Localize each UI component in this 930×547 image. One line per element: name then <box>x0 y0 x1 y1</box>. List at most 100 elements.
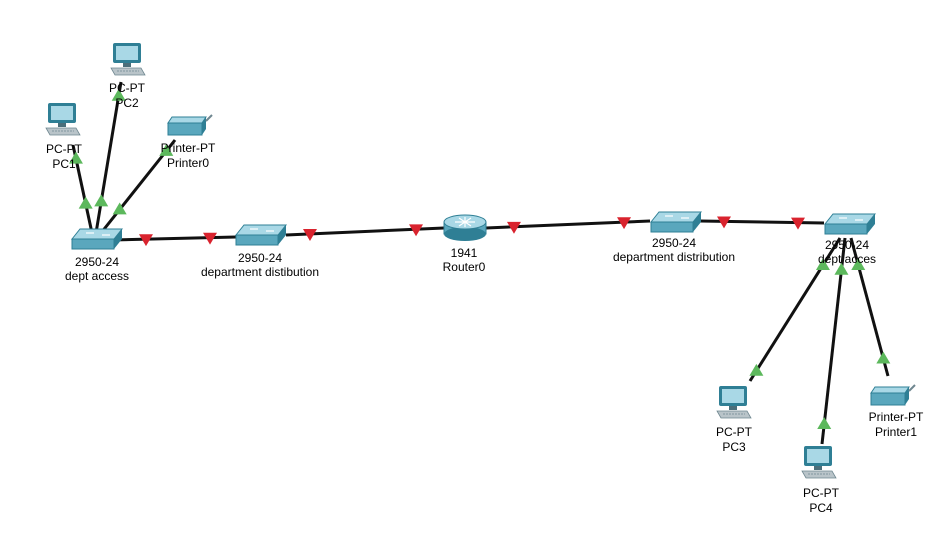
device-name-label: PC1 <box>52 157 76 171</box>
device-model-label: Printer-PT <box>161 141 216 155</box>
printer-side <box>905 387 909 405</box>
switch-front <box>71 238 115 250</box>
device-name-label: Router0 <box>443 260 486 274</box>
monitor-stand <box>123 63 131 67</box>
router-base <box>444 227 486 241</box>
link-down-marker <box>791 217 806 230</box>
keyboard <box>716 410 752 419</box>
printer-side <box>202 117 206 135</box>
switch-top <box>234 224 288 236</box>
link-up-marker <box>817 417 832 430</box>
printer-top <box>870 386 910 394</box>
pc-icon[interactable] <box>801 446 837 479</box>
switch-side <box>693 212 701 232</box>
pc-icon[interactable] <box>716 386 752 419</box>
devices-layer: PC-PTPC2PC-PTPC1Printer-PTPrinter02950-2… <box>45 43 924 515</box>
keyboard <box>110 67 146 76</box>
switch-top <box>649 211 703 223</box>
switch-icon[interactable] <box>823 213 877 235</box>
switch-front <box>650 221 694 233</box>
device-model-label: PC-PT <box>716 425 753 439</box>
printer-paper <box>908 384 916 392</box>
switch-front <box>235 234 279 246</box>
link-sw_access_left-sw_dist_left[interactable] <box>111 235 237 242</box>
device-model-label: 2950-24 <box>238 251 282 265</box>
device-name-label: Printer0 <box>167 156 209 170</box>
switch-side <box>867 214 875 234</box>
switch-icon[interactable] <box>234 224 288 246</box>
device-name-label: department distribution <box>613 250 735 264</box>
link-up-marker <box>815 258 830 270</box>
switch-icon[interactable] <box>649 211 703 233</box>
device-model-label: PC-PT <box>109 81 146 95</box>
link-down-marker <box>302 229 317 241</box>
link-up-marker <box>112 202 127 215</box>
link-up-marker <box>749 363 764 376</box>
printer-top <box>167 116 207 124</box>
switch-icon[interactable] <box>70 228 124 250</box>
device-model-label: PC-PT <box>803 486 840 500</box>
monitor-screen <box>807 449 829 463</box>
device-model-label: 2950-24 <box>75 255 119 269</box>
device-name-label: dept access <box>65 269 129 283</box>
link-down-marker <box>716 216 731 229</box>
link-status-markers <box>68 88 891 430</box>
link-up-marker <box>111 88 126 101</box>
monitor-screen <box>722 389 744 403</box>
printer-body <box>167 122 203 136</box>
device-name-label: PC2 <box>115 96 139 110</box>
pc-icon[interactable] <box>45 103 81 136</box>
device-model-label: 2950-24 <box>825 238 869 252</box>
printer-paper <box>205 114 213 122</box>
link-up-marker <box>94 194 109 207</box>
link-down-marker <box>203 232 218 245</box>
switch-top <box>823 213 877 225</box>
printer-icon[interactable] <box>870 384 916 406</box>
link-sw_dist_right-sw_access_right[interactable] <box>699 219 825 225</box>
device-name-label: department distibution <box>201 265 319 279</box>
link-up-marker <box>876 351 891 364</box>
device-name-label: PC3 <box>722 440 746 454</box>
monitor-stand <box>729 406 737 410</box>
switch-side <box>278 225 286 245</box>
device-model-label: PC-PT <box>46 142 83 156</box>
link-down-marker <box>617 217 632 230</box>
link-up-marker <box>78 196 93 209</box>
switch-front <box>824 223 868 235</box>
switch-top <box>70 228 124 240</box>
link-down-marker <box>506 221 521 234</box>
device-name-label: Printer1 <box>875 425 917 439</box>
monitor-screen <box>51 106 73 120</box>
printer-body <box>870 392 906 406</box>
router-icon[interactable] <box>443 214 487 241</box>
pc-icon[interactable] <box>110 43 146 76</box>
link-sw_access_left-pc2[interactable] <box>94 81 123 234</box>
device-model-label: 1941 <box>451 246 478 260</box>
keyboard <box>801 470 837 479</box>
printer-icon[interactable] <box>167 114 213 136</box>
monitor-screen <box>116 46 138 60</box>
device-name-label: dept acces <box>818 252 876 266</box>
link-up-marker <box>834 262 849 275</box>
device-name-label: PC4 <box>809 501 833 515</box>
link-up-marker <box>68 151 83 164</box>
link-down-marker <box>138 234 153 247</box>
link-up-marker <box>159 143 174 156</box>
monitor-stand <box>58 123 66 127</box>
keyboard <box>45 127 81 136</box>
link-down-marker <box>409 224 424 237</box>
monitor-stand <box>814 466 822 470</box>
router-arrows <box>455 217 475 227</box>
link-up-marker <box>851 258 866 270</box>
